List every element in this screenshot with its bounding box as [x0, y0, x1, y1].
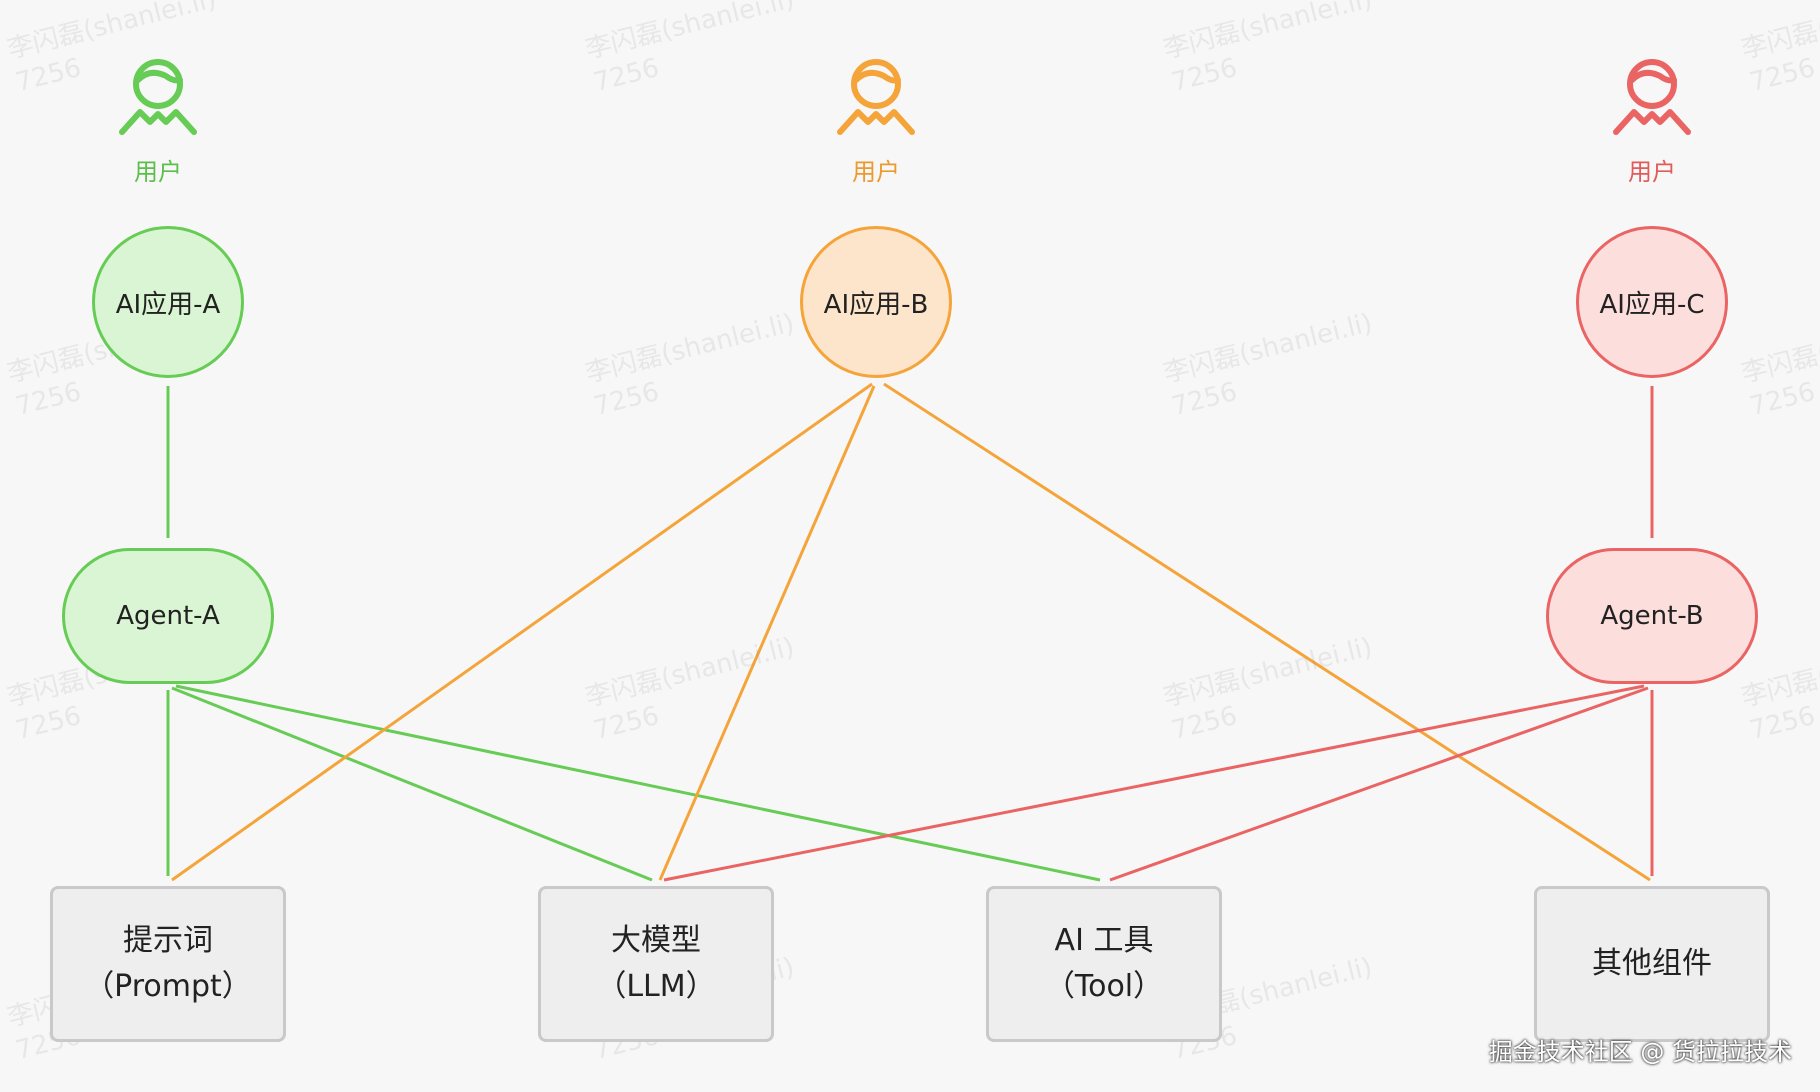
user-red: 用户 [1597, 54, 1707, 187]
edge-app-b-other [883, 382, 1651, 882]
edge-agent-b-tool [1109, 686, 1649, 882]
app-label: AI应用-C [1599, 289, 1705, 320]
edge-app-b-llm [658, 385, 876, 881]
app-node-c: AI应用-C [1576, 226, 1728, 378]
user-label: 用户 [852, 158, 900, 186]
user-icon [837, 59, 915, 135]
component-title: AI 工具 [1054, 923, 1154, 958]
component-subtitle: （Prompt） [84, 969, 252, 1004]
component-title: 提示词 [123, 923, 213, 958]
user-label: 用户 [134, 158, 182, 186]
component-subtitle: （Tool） [1044, 969, 1164, 1004]
agent-label: Agent-A [116, 601, 220, 631]
user-icon [119, 59, 197, 135]
component-title: 大模型 [611, 923, 701, 958]
user-label: 用户 [1628, 158, 1676, 186]
component-prompt: 提示词 （Prompt） [50, 886, 286, 1042]
edge-agent-a-tool [175, 684, 1101, 882]
component-tool: AI 工具 （Tool） [986, 886, 1222, 1042]
source-credit: 掘金技术社区 @ 货拉拉技术 [1488, 1038, 1792, 1066]
component-subtitle: （LLM） [596, 969, 716, 1004]
edge-agent-b-llm [663, 684, 1645, 882]
agent-node-a: Agent-A [62, 548, 274, 684]
agent-label: Agent-B [1600, 601, 1704, 631]
component-title: 其他组件 [1592, 946, 1712, 981]
edge-agent-a-llm [171, 686, 653, 882]
edge-app-b-prompt [171, 382, 873, 882]
component-other: 其他组件 [1534, 886, 1770, 1042]
user-green: 用户 [103, 54, 213, 187]
app-label: AI应用-A [115, 289, 221, 320]
user-orange: 用户 [821, 54, 931, 187]
component-llm: 大模型 （LLM） [538, 886, 774, 1042]
agent-node-b: Agent-B [1546, 548, 1758, 684]
user-icon [1613, 59, 1691, 135]
app-node-a: AI应用-A [92, 226, 244, 378]
app-node-b: AI应用-B [800, 226, 952, 378]
app-label: AI应用-B [823, 289, 929, 320]
